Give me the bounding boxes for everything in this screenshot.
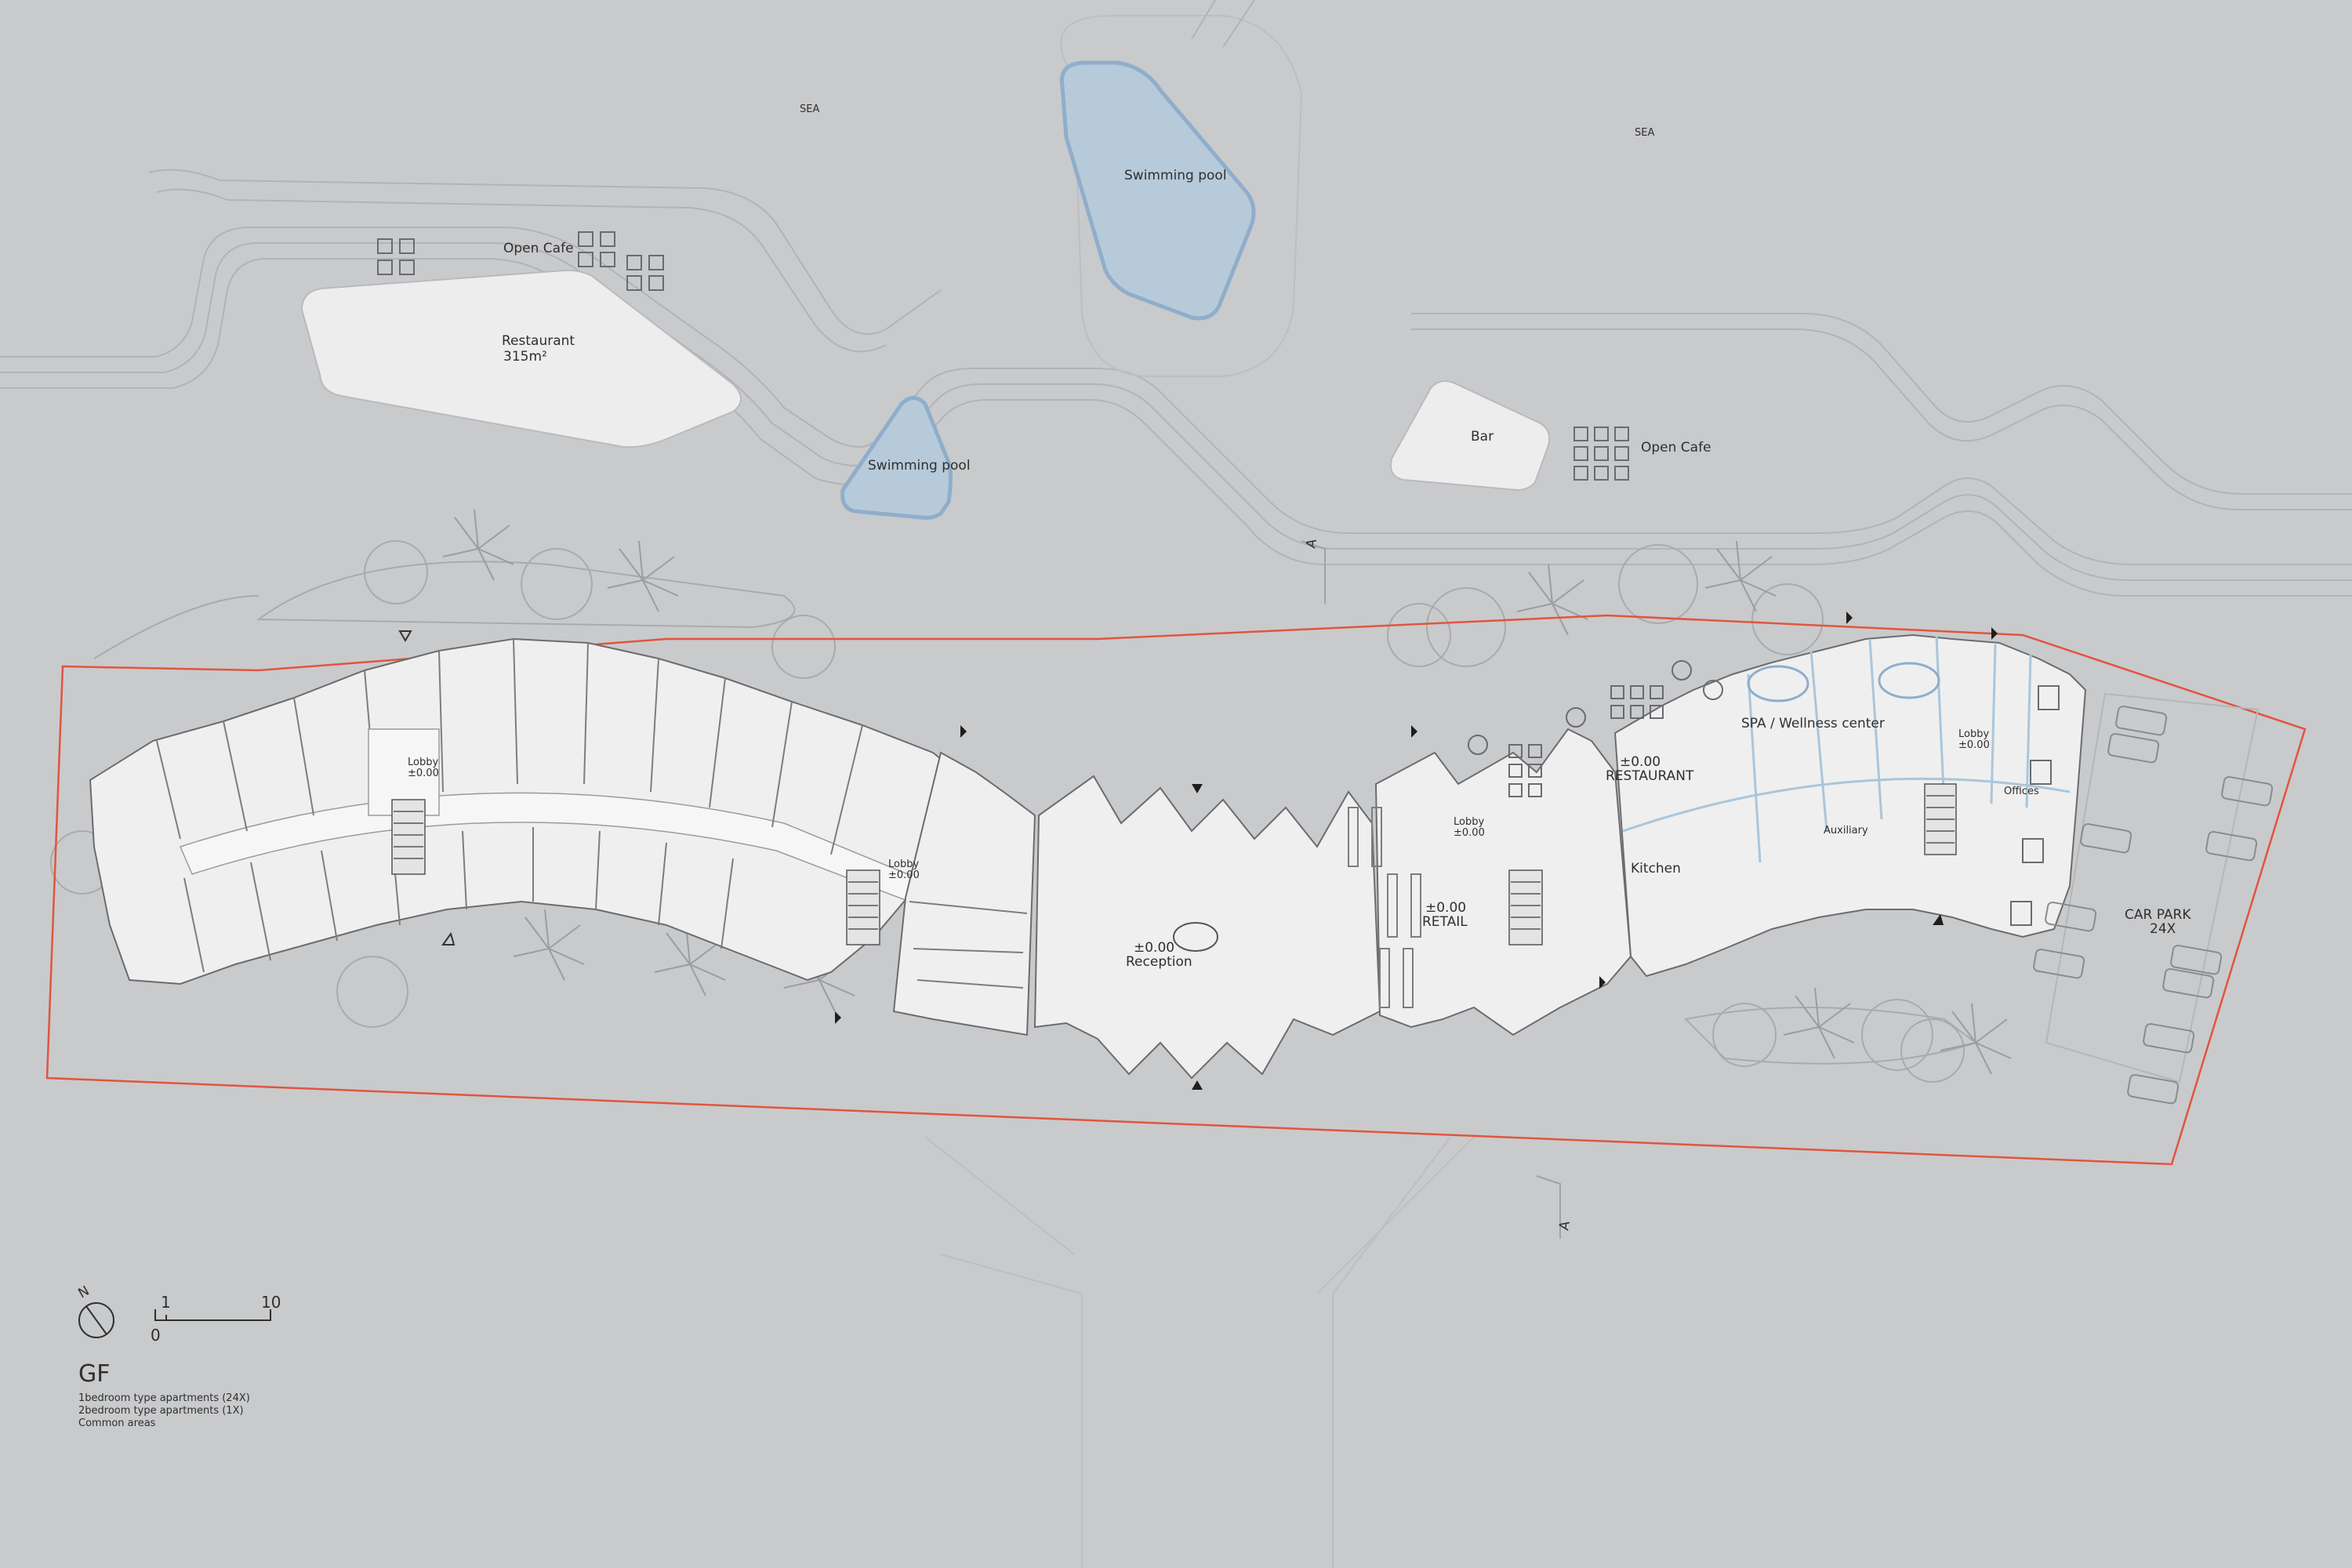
north-arrow: N: [76, 1283, 114, 1338]
stair-core-west: [391, 799, 426, 875]
pool-large: [1059, 60, 1256, 321]
label-retail-level: ±0.00: [1425, 900, 1466, 916]
restaurant-pavilion: [300, 269, 742, 448]
pool-small: [840, 396, 953, 520]
east-wing: [1613, 633, 2087, 978]
label-open-cafe-east: Open Cafe: [1641, 440, 1711, 456]
label-restaurant-area: 315m²: [503, 349, 547, 365]
label-offices: Offices: [2004, 786, 2039, 797]
label-lobby-far: Lobby: [1958, 728, 1989, 740]
scale-ten: 10: [261, 1293, 281, 1312]
car-park: [2033, 692, 2274, 1105]
label-pool-large: Swimming pool: [1124, 168, 1227, 183]
label-lobby-far-level: ±0.00: [1958, 739, 1990, 751]
section-marker-bottom: A: [1556, 1220, 1573, 1232]
label-car-park: CAR PARK: [2125, 907, 2191, 923]
entrance-markers: [398, 612, 1998, 1090]
label-lobby-west: Lobby: [408, 757, 438, 768]
pools: [840, 60, 1256, 520]
office-desks: [2010, 685, 2060, 926]
spa-pools: [1747, 662, 1940, 702]
bar-pavilion: [1390, 380, 1551, 492]
stair-core-mid: [846, 869, 880, 946]
legend: GF 1bedroom type apartments (24X) 2bedro…: [78, 1360, 250, 1430]
label-sea-west: SEA: [800, 103, 819, 115]
label-pool-small: Swimming pool: [868, 458, 971, 474]
label-retail: RETAIL: [1422, 914, 1468, 930]
label-lobby-mid-level: ±0.00: [888, 869, 920, 881]
section-line: [1301, 540, 1561, 1239]
plan-labels: SEA SEA Open Cafe Restaurant 315m² Swimm…: [408, 103, 2191, 970]
label-lobby-east-level: ±0.00: [1454, 827, 1485, 839]
pavilions: [300, 269, 1551, 492]
north-label: N: [76, 1283, 93, 1302]
label-restaurant-level: ±0.00: [1620, 754, 1661, 770]
label-lobby-east: Lobby: [1454, 816, 1484, 828]
scale-zero: 0: [151, 1326, 161, 1345]
east-wing-partitions: [1747, 636, 2032, 863]
label-reception-level: ±0.00: [1134, 940, 1174, 956]
label-lobby-mid: Lobby: [888, 858, 919, 870]
label-car-count: 24X: [2150, 921, 2176, 937]
landscape-trees: [50, 540, 1978, 1083]
label-lobby-west-level: ±0.00: [408, 768, 439, 779]
reception-desk: [1173, 922, 1218, 952]
legend-item: Common areas: [78, 1417, 156, 1429]
legend-item: 2bedroom type apartments (1X): [78, 1405, 244, 1417]
stair-core-far: [1924, 783, 1957, 855]
restaurant-tables: [1468, 660, 1723, 797]
building: [89, 633, 2087, 1080]
scale-one: 1: [161, 1293, 171, 1312]
section-marker-top: A: [1303, 538, 1320, 550]
retail-wing: [1374, 728, 1632, 1036]
label-reception: Reception: [1126, 954, 1192, 970]
scale-bar: 0 1 10: [151, 1293, 281, 1345]
legend-item: 1bedroom type apartments (24X): [78, 1392, 250, 1404]
mid-apartment-block: [892, 751, 1036, 1036]
reception-wing: [1033, 775, 1381, 1080]
label-auxiliary: Auxiliary: [1824, 825, 1868, 837]
label-bar: Bar: [1471, 429, 1494, 445]
label-spa: SPA / Wellness center: [1741, 716, 1885, 731]
label-open-cafe-west: Open Cafe: [503, 241, 574, 256]
label-restaurant: Restaurant: [502, 333, 575, 349]
retail-shelves: [1348, 807, 1421, 1008]
palm-trees: [442, 509, 2012, 1075]
cafe-tables: [377, 231, 1629, 481]
label-sea-east: SEA: [1635, 127, 1654, 139]
legend-title: GF: [78, 1360, 111, 1388]
stair-core-east: [1508, 869, 1543, 946]
label-kitchen: Kitchen: [1631, 861, 1681, 877]
label-restaurant-main: RESTAURANT: [1606, 768, 1694, 784]
